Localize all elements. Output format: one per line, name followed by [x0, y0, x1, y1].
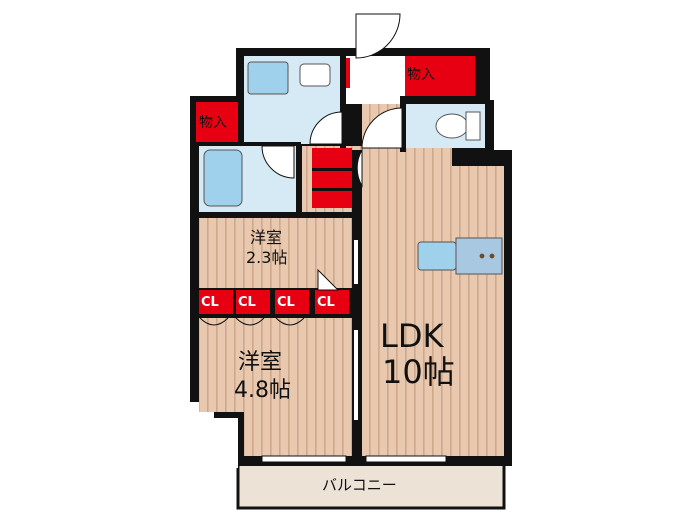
bathroom-door — [261, 145, 295, 179]
room-western-large-floor — [199, 318, 352, 456]
window-bottom-left — [261, 455, 347, 463]
room-ldk-size: 10帖 — [382, 353, 455, 391]
closet-label: CL — [317, 295, 335, 310]
bathtub — [203, 149, 243, 207]
room-ldk-floor — [362, 92, 504, 456]
closet-doors — [199, 317, 305, 326]
washbasin — [247, 61, 289, 95]
storage-top-left-label: 物入 — [199, 115, 227, 131]
closet-label: CL — [201, 295, 219, 310]
room-western-small-floor — [199, 218, 352, 288]
kitchen-sink — [417, 241, 457, 271]
entrance-door — [355, 13, 401, 59]
corridor-door — [356, 148, 363, 188]
closet-3 — [275, 290, 309, 314]
window-bottom-right — [365, 455, 447, 463]
toilet-door — [361, 107, 403, 149]
room-western-small-size: 2.3帖 — [246, 248, 288, 267]
storage-top-left — [196, 102, 238, 142]
storage-top-right-label: 物入 — [407, 67, 435, 83]
storage-top-right — [405, 56, 475, 96]
stove-burner — [489, 253, 495, 259]
stove-burner — [479, 253, 485, 259]
washroom-door — [309, 111, 343, 145]
shoe-storage — [312, 148, 352, 208]
small-room-door — [317, 268, 340, 291]
kitchen-counter — [455, 237, 503, 275]
room-western-small-name: 洋室 — [250, 228, 283, 247]
room-western-large-size: 4.8帖 — [234, 378, 291, 403]
closet-4 — [315, 290, 349, 314]
closet-label: CL — [277, 295, 295, 310]
closet-1 — [199, 290, 233, 314]
balcony — [236, 460, 506, 510]
room-ldk-name: LDK — [380, 317, 444, 355]
entrance-floor — [345, 56, 405, 104]
closet-2 — [236, 290, 270, 314]
balcony-label: バルコニー — [322, 476, 397, 494]
room-western-large-name: 洋室 — [238, 350, 283, 375]
washing-machine — [299, 63, 331, 87]
closet-label: CL — [238, 295, 256, 310]
toilet-fixture — [435, 113, 469, 139]
